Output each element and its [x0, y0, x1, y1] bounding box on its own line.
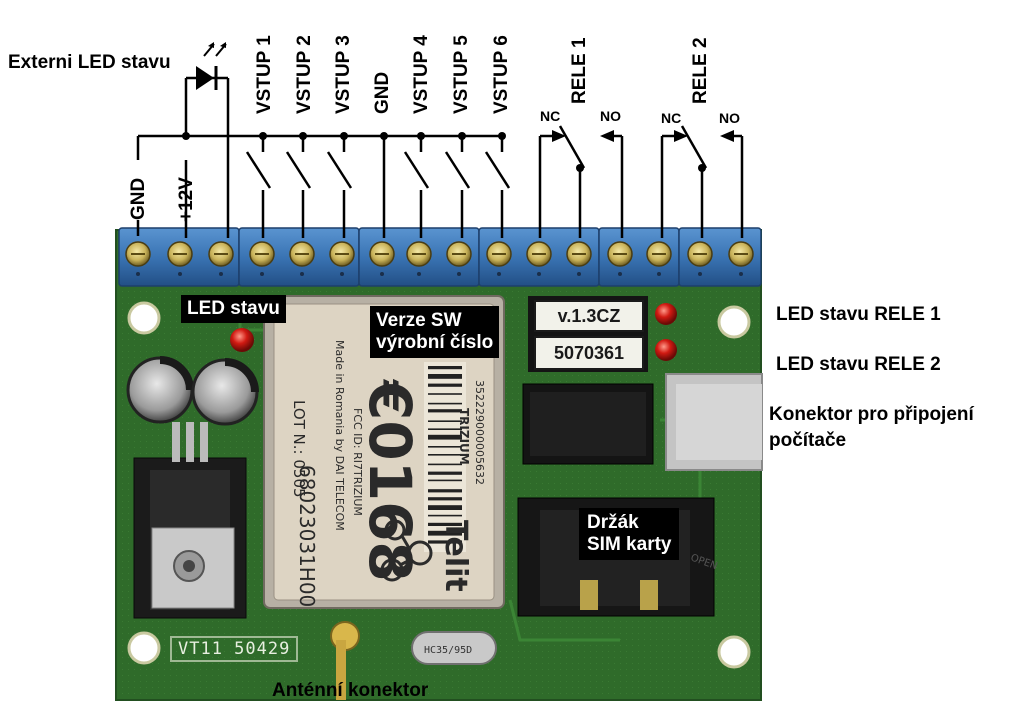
svg-text:FCC ID: RI7TRIZIUM: FCC ID: RI7TRIZIUM	[351, 408, 364, 516]
led-symbol	[196, 42, 227, 90]
terminal-screws	[125, 241, 754, 276]
terminal-blocks	[118, 227, 762, 287]
svg-text:Made in Romania by DAI TELECOM: Made in Romania by DAI TELECOM	[333, 340, 346, 531]
serial-sticker: 5070361	[534, 336, 644, 370]
label-vstup2: VSTUP 2	[294, 35, 315, 114]
label-nc1: NC	[540, 108, 561, 124]
relay	[522, 383, 654, 465]
label-nc2: NC	[661, 110, 682, 126]
callout-verze-sw-line2: výrobní číslo	[376, 332, 494, 353]
label-rele2: RELE 2	[690, 37, 711, 104]
label-vstup4: VSTUP 4	[411, 35, 432, 114]
callout-sim-line1: Držák	[587, 512, 639, 533]
svg-text:€0168: €0168	[356, 378, 424, 582]
mounting-hole	[717, 635, 751, 669]
pcb-marking: VT11 50429	[170, 636, 299, 662]
label-konektor-line2: počítače	[769, 430, 847, 451]
label-no2: NO	[719, 110, 740, 126]
capacitor	[126, 356, 194, 424]
callout-led-stavu: LED stavu	[181, 295, 286, 323]
label-konektor: Konektor pro připojení počítače	[769, 402, 974, 454]
module-markings: LOT N.: 0505 Made in Romania by DAI TELE…	[290, 340, 486, 607]
callout-sim-line2: SIM karty	[587, 534, 672, 555]
svg-text:Telit: Telit	[438, 520, 473, 592]
serial-value: 5070361	[553, 343, 625, 363]
junction-dots	[182, 132, 706, 172]
label-gnd-left: GND	[128, 177, 149, 220]
callout-sim-holder: Držák SIM karty	[579, 508, 680, 560]
label-antenna: Anténní konektor	[272, 680, 429, 701]
version-sticker: v.1.3CZ	[534, 300, 644, 332]
label-konektor-line1: Konektor pro připojení	[769, 404, 974, 425]
label-externi-led: Externi LED stavu	[8, 52, 171, 73]
callout-verze-sw: Verze SW výrobní číslo	[370, 306, 500, 358]
schematic	[136, 76, 744, 238]
label-vstup5: VSTUP 5	[451, 35, 472, 114]
relay1-led	[655, 303, 677, 325]
svg-text:TRIZIUM: TRIZIUM	[457, 408, 471, 465]
label-plus12v: +12V	[176, 177, 197, 222]
label-led-rele2: LED stavu RELE 2	[776, 354, 941, 375]
mounting-hole	[127, 301, 161, 335]
label-rele1: RELE 1	[569, 37, 590, 104]
computer-connector	[665, 373, 763, 471]
svg-text:LOT N.: 0505: LOT N.: 0505	[290, 400, 308, 498]
label-vstup6: VSTUP 6	[491, 35, 512, 114]
label-no1: NO	[600, 108, 621, 124]
label-vstup1: VSTUP 1	[254, 35, 275, 114]
mounting-hole	[717, 305, 751, 339]
voltage-regulator	[133, 422, 247, 619]
gsm-module	[263, 295, 505, 609]
label-led-rele1: LED stavu RELE 1	[776, 304, 941, 325]
antenna-connector	[330, 621, 360, 700]
relay2-led	[655, 339, 677, 361]
contact-arrows	[552, 130, 734, 142]
label-vstup3: VSTUP 3	[333, 35, 354, 114]
status-led	[230, 328, 254, 352]
telit-logo	[380, 519, 433, 582]
svg-text:HC35/95D: HC35/95D	[424, 645, 472, 656]
svg-text:352229000005632: 352229000005632	[473, 380, 486, 485]
label-gnd-mid: GND	[372, 71, 393, 114]
capacitor	[191, 358, 259, 426]
mounting-hole	[127, 631, 161, 665]
crystal: HC35/95D	[411, 631, 497, 665]
svg-text:68023031H00: 68023031H00	[295, 465, 319, 607]
callout-verze-sw-line1: Verze SW	[376, 310, 462, 331]
version-value: v.1.3CZ	[557, 306, 621, 326]
